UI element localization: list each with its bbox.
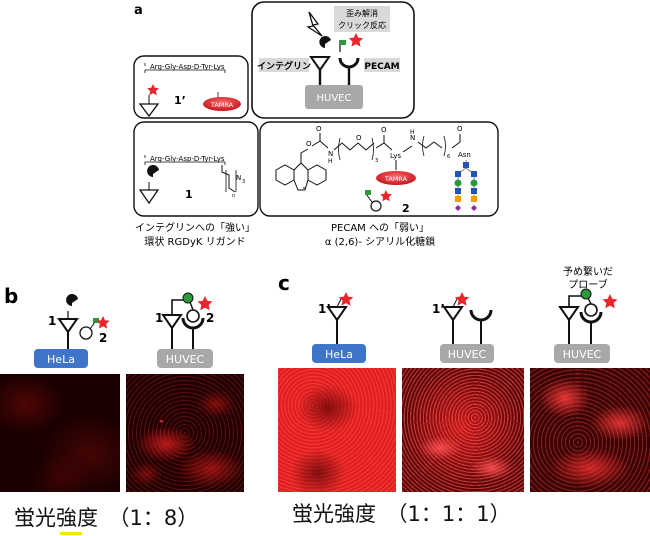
microscopy-hela-b bbox=[0, 374, 120, 492]
c1-number: 1’ bbox=[318, 302, 331, 316]
dibenzocyclooctyne-structure bbox=[275, 148, 327, 191]
reaction-label-box bbox=[334, 6, 390, 32]
asn-label: Asn bbox=[458, 151, 471, 159]
huvec-cell-label: HUVEC bbox=[317, 93, 352, 104]
prelinked-label-2: プローブ bbox=[568, 278, 607, 291]
b-number-2: 2 bbox=[99, 331, 107, 345]
c2-number: 1’ bbox=[432, 302, 445, 316]
star-icon-1prime bbox=[147, 84, 159, 96]
subscript-3: 3 bbox=[375, 158, 378, 164]
cyclooctyne-pacman-icon bbox=[319, 36, 331, 48]
hela-label-c: HeLa bbox=[325, 348, 353, 361]
ring-icon-2 bbox=[370, 200, 382, 212]
tamra-badge-2 bbox=[376, 171, 416, 185]
conjugate-node-b bbox=[182, 292, 194, 304]
lys-label: Lys bbox=[390, 152, 401, 160]
reaction-label-line2: クリック反応 bbox=[338, 20, 386, 30]
pacman-icon-1 bbox=[147, 165, 159, 177]
peg-chain bbox=[311, 133, 375, 151]
flag-icon-b bbox=[93, 318, 99, 323]
panel-label-b: b bbox=[4, 284, 18, 308]
subscript-6: 6 bbox=[447, 154, 450, 160]
huvec-cell-badge-c2 bbox=[440, 344, 494, 363]
star-icon-c2 bbox=[454, 292, 470, 306]
hela-label-b: HeLa bbox=[47, 353, 75, 366]
ring-icon-b-huvec bbox=[186, 309, 200, 323]
star-icon-c3 bbox=[602, 294, 618, 309]
microscopy-huvec-c2 bbox=[402, 368, 524, 492]
hela-cell-badge-c bbox=[312, 344, 366, 363]
integrin-receptor-b2 bbox=[161, 314, 183, 330]
huvec-label-c2: HUVEC bbox=[448, 348, 487, 361]
tamra-label-1prime: TAMRA bbox=[210, 101, 234, 109]
intensity-caption-c: 蛍光強度 （1：1：1） bbox=[292, 502, 511, 526]
peptide-sequence-1: Arg-Gly-Asp-D-Tyr-Lys bbox=[150, 155, 225, 163]
prelinked-label-1: 予め繋いだ bbox=[563, 265, 613, 278]
b-number-1: 1 bbox=[48, 314, 56, 328]
peptide-sequence-1prime: Arg-Gly-Asp-D-Tyr-Lys bbox=[150, 63, 225, 71]
huvec-cell-badge-c3 bbox=[554, 344, 610, 363]
atom-o2: O bbox=[316, 125, 322, 133]
microscopy-hela-c bbox=[278, 368, 396, 492]
atom-n1: N bbox=[328, 150, 333, 158]
compound-2-number: 2 bbox=[402, 202, 410, 215]
atom-o3: O bbox=[356, 134, 362, 142]
integrin-receptor-c2 bbox=[442, 306, 464, 322]
huvec-cell-badge-b bbox=[157, 349, 213, 368]
reaction-label-line1: 歪み解消 bbox=[346, 8, 378, 18]
azide-flag-icon bbox=[340, 40, 346, 45]
atom-n2: N bbox=[410, 134, 415, 142]
star-icon-c1 bbox=[338, 292, 354, 306]
pecam-receptor-c2 bbox=[469, 309, 493, 322]
subscript-n: n bbox=[232, 193, 235, 199]
caption-left-2: 環状 RGDyK リガンド bbox=[144, 235, 245, 248]
integrin-receptor-c3 bbox=[558, 306, 580, 322]
conjugate-node-c3 bbox=[580, 288, 592, 300]
compound-1-box bbox=[133, 121, 259, 217]
ring-icon-b bbox=[79, 326, 93, 340]
microscopy-prelinked-c3 bbox=[530, 368, 650, 492]
panel-label-c: c bbox=[278, 271, 290, 295]
highlight-underline bbox=[60, 532, 82, 535]
atom-o4: O bbox=[381, 126, 387, 134]
star-icon-b bbox=[96, 316, 110, 329]
huvec-label-c3: HUVEC bbox=[563, 348, 602, 361]
flag-icon-2 bbox=[365, 190, 371, 195]
huvec-cell-box bbox=[305, 85, 363, 109]
compound-1prime-number: 1’ bbox=[174, 94, 186, 107]
hela-cell-badge-b bbox=[34, 349, 88, 368]
integrin-receptor-b1 bbox=[57, 318, 79, 334]
microscopy-huvec-b bbox=[126, 374, 244, 492]
n3-sub: 3 bbox=[242, 179, 245, 185]
glycan-chain bbox=[454, 160, 478, 211]
pecam-label: PECAM bbox=[364, 62, 399, 72]
ring-icon-c3 bbox=[584, 303, 598, 317]
lightning-icon bbox=[306, 11, 323, 37]
star-icon-b-huvec bbox=[197, 296, 213, 311]
integrin-receptor-icon bbox=[309, 56, 331, 72]
b-number-1-huvec: 1 bbox=[155, 311, 163, 325]
star-icon-2 bbox=[380, 190, 392, 202]
b-number-2-huvec: 2 bbox=[206, 311, 214, 325]
tamra-label-2: TAMRA bbox=[384, 175, 408, 183]
integrin-label: インテグリン bbox=[257, 60, 311, 72]
caption-left-1: インテグリンへの「強い」 bbox=[135, 221, 255, 234]
atom-o5: O bbox=[457, 125, 463, 133]
huvec-label-b: HUVEC bbox=[166, 353, 205, 366]
atom-h1: H bbox=[328, 158, 333, 165]
atom-h2: H bbox=[410, 129, 415, 136]
atom-o1: O bbox=[306, 140, 312, 148]
intensity-caption-b: 蛍光強度 （1：8） bbox=[14, 506, 199, 530]
panel-label-a: a bbox=[134, 3, 143, 18]
caption-right-2: α (2,6)- シアリル化糖鎖 bbox=[325, 235, 435, 248]
star-icon bbox=[348, 33, 364, 47]
compound-1-number: 1 bbox=[185, 188, 193, 201]
tamra-badge-1prime bbox=[203, 97, 241, 111]
caption-right-1: PECAM への「弱い」 bbox=[331, 222, 429, 234]
pacman-icon-b bbox=[66, 294, 78, 306]
n3-label: N bbox=[236, 174, 241, 182]
